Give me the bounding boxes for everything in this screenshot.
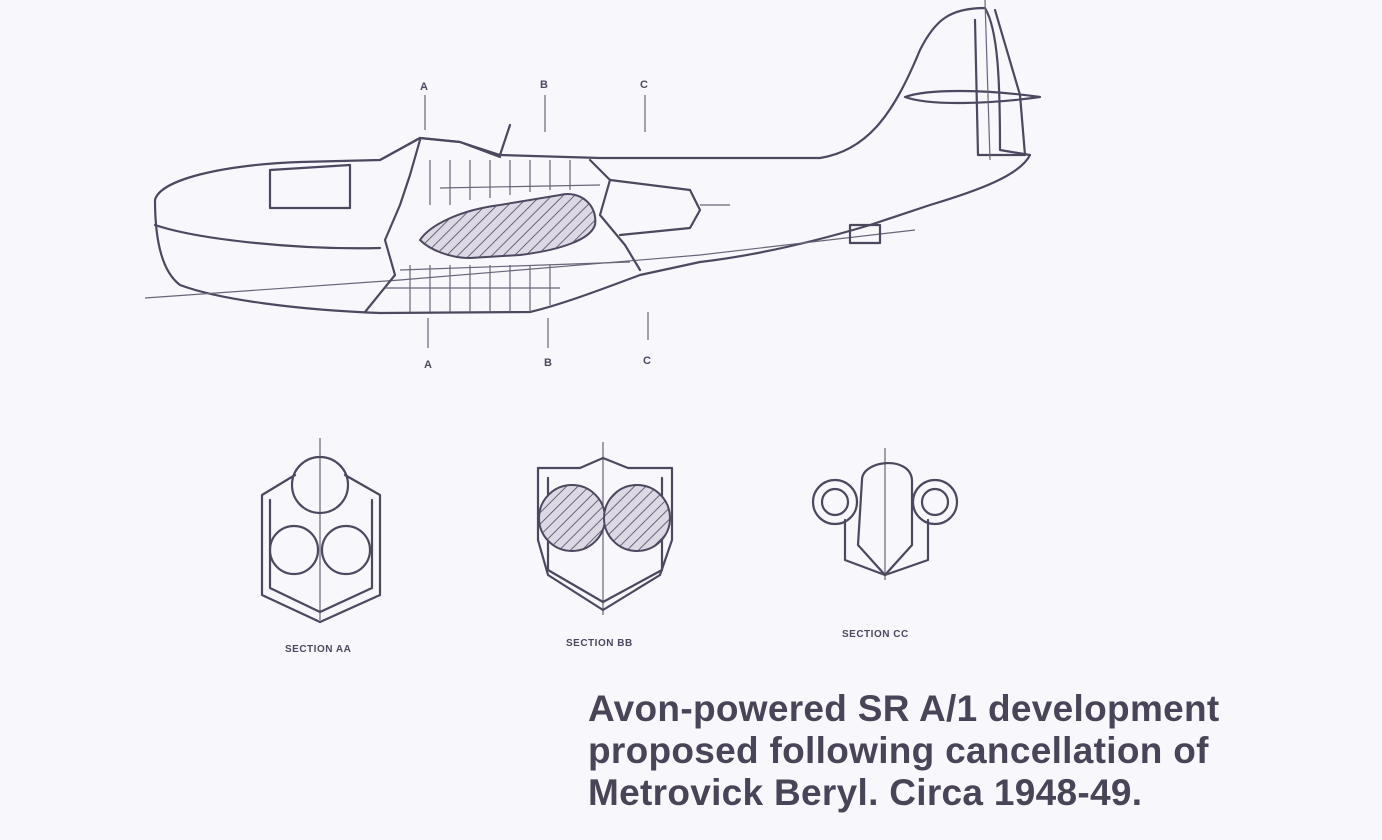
caption: Avon-powered SR A/1 development proposed… <box>588 688 1220 814</box>
section-cc-label: SECTION CC <box>842 629 909 640</box>
section-markers: A B C A B C <box>420 79 651 371</box>
marker-b-bottom: B <box>544 357 552 369</box>
section-bb-label: SECTION BB <box>566 638 633 649</box>
section-aa-label: SECTION AA <box>285 644 351 655</box>
marker-b-top: B <box>540 79 548 91</box>
marker-c-top: C <box>640 79 648 91</box>
caption-line-3: Metrovick Beryl. Circa 1948-49. <box>588 772 1143 813</box>
section-cc: SECTION CC <box>811 448 959 640</box>
marker-a-bottom: A <box>424 359 432 371</box>
caption-line-1: Avon-powered SR A/1 development <box>588 688 1220 729</box>
marker-a-top: A <box>420 81 428 93</box>
side-view-fuselage <box>144 0 1042 315</box>
marker-c-bottom: C <box>643 355 651 367</box>
section-bb: SECTION BB <box>536 442 674 649</box>
section-aa: SECTION AA <box>260 438 382 655</box>
caption-line-2: proposed following cancellation of <box>588 730 1209 771</box>
